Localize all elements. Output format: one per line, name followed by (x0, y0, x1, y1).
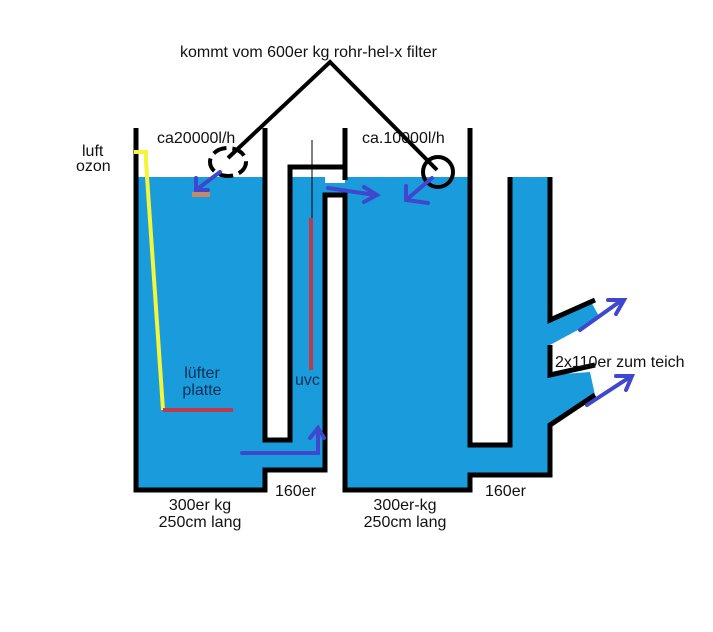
label-outlet: 2x110er zum teich (555, 354, 685, 371)
tank1-water (136, 177, 325, 490)
walls (133, 128, 597, 493)
label-flow2: ca.10000l/h (362, 130, 445, 147)
label-luefter: lüfter (184, 365, 220, 382)
label-platte: platte (182, 382, 222, 399)
label-tank2-size: 300er-kg (373, 497, 437, 514)
tank2-water (345, 177, 600, 490)
inlet-lines (208, 59, 455, 189)
label-pipe1: 160er (275, 483, 316, 500)
label-flow1: ca20000l/h (157, 130, 236, 147)
label-tank1-size: 300er kg (168, 497, 232, 514)
water (136, 177, 600, 490)
label-ozon: ozon (76, 158, 111, 175)
label-pipe2: 160er (485, 483, 526, 500)
outlet-nozzle (192, 192, 210, 197)
flow-arrows (194, 170, 636, 455)
label-tank2-length: 250cm lang (363, 514, 447, 531)
label-tank1-length: 250cm lang (158, 514, 242, 531)
air-line (134, 150, 165, 411)
label-uvc: uvc (295, 372, 320, 389)
label-luft: luft (82, 143, 104, 160)
diagram-title: kommt vom 600er kg rohr-hel-x filter (180, 44, 437, 61)
